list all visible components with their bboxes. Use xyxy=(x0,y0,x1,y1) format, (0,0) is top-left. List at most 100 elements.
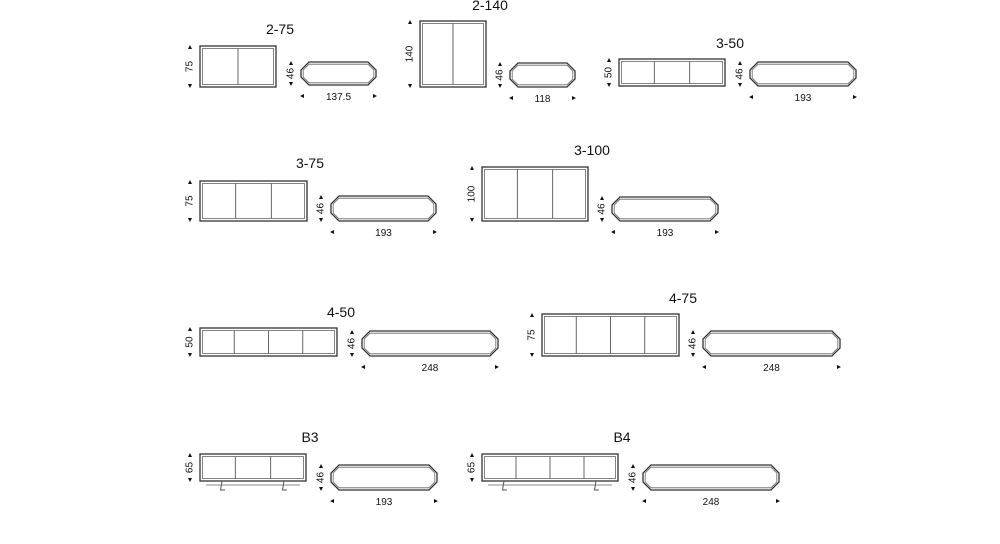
arrow-down-icon xyxy=(738,83,742,87)
arrow-up-icon xyxy=(607,58,611,62)
arrow-up-icon xyxy=(188,327,192,331)
height-dimension: 50 xyxy=(185,336,196,348)
arrow-down-icon xyxy=(600,218,604,222)
top-inner-outline xyxy=(704,332,839,355)
depth-dimension: 46 xyxy=(628,472,639,484)
top-view xyxy=(509,62,576,88)
arrow-left-icon xyxy=(300,94,304,98)
cabinet-inner-outline xyxy=(484,169,586,219)
arrow-up-icon xyxy=(350,330,354,334)
arrow-down-icon xyxy=(470,478,474,482)
top-inner-outline xyxy=(302,63,375,84)
arrow-right-icon xyxy=(853,95,857,99)
arrow-right-icon xyxy=(373,94,377,98)
arrow-up-icon xyxy=(408,20,412,24)
width-dimension: 193 xyxy=(795,93,812,104)
width-dimension: 248 xyxy=(703,497,720,508)
arrow-up-icon xyxy=(600,196,604,200)
top-inner-outline xyxy=(644,466,778,489)
cabinet-outline xyxy=(618,58,726,87)
model-b4: B4 65 46 248 xyxy=(467,429,780,508)
height-dimension: 65 xyxy=(467,462,478,474)
arrow-down-icon xyxy=(530,353,534,357)
front-view xyxy=(199,45,277,88)
model-label: B4 xyxy=(613,429,630,445)
legs xyxy=(488,480,612,491)
top-outline xyxy=(611,196,719,222)
width-dimension: 248 xyxy=(763,363,780,374)
arrow-down-icon xyxy=(607,83,611,87)
height-dimension: 75 xyxy=(185,61,196,73)
arrow-left-icon xyxy=(330,230,334,234)
model-label: 2-140 xyxy=(472,0,508,13)
top-view xyxy=(702,330,841,357)
arrow-up-icon xyxy=(691,330,695,334)
front-view xyxy=(481,166,589,222)
height-dimension: 75 xyxy=(527,329,538,341)
top-inner-outline xyxy=(332,466,436,489)
top-view xyxy=(330,195,437,222)
depth-dimension: 46 xyxy=(495,69,506,81)
arrow-down-icon xyxy=(188,84,192,88)
arrow-right-icon xyxy=(572,96,576,100)
width-dimension: 137.5 xyxy=(326,92,351,103)
arrow-down-icon xyxy=(188,478,192,482)
top-inner-outline xyxy=(332,197,435,220)
front-view xyxy=(419,20,487,88)
arrow-right-icon xyxy=(715,230,719,234)
top-outline xyxy=(509,62,576,88)
arrow-right-icon xyxy=(495,365,499,369)
arrow-right-icon xyxy=(776,499,780,503)
width-dimension: 193 xyxy=(657,228,674,239)
front-view xyxy=(481,453,619,491)
top-outline xyxy=(330,464,438,491)
leg-icon xyxy=(281,480,287,491)
top-view xyxy=(642,464,780,491)
arrow-up-icon xyxy=(530,313,534,317)
arrow-down-icon xyxy=(289,82,293,86)
front-view xyxy=(199,180,308,222)
arrow-up-icon xyxy=(188,453,192,457)
top-inner-outline xyxy=(613,198,717,220)
cabinet-inner-outline xyxy=(621,61,723,84)
depth-dimension: 46 xyxy=(688,338,699,350)
height-dimension: 75 xyxy=(185,195,196,207)
model-label: B3 xyxy=(301,429,318,445)
depth-dimension: 46 xyxy=(286,68,297,80)
height-dimension: 50 xyxy=(604,67,615,79)
arrow-up-icon xyxy=(470,166,474,170)
arrow-down-icon xyxy=(350,353,354,357)
arrow-up-icon xyxy=(289,61,293,65)
front-view xyxy=(199,327,338,357)
leg-icon xyxy=(593,480,599,491)
leg-icon xyxy=(219,480,225,491)
depth-dimension: 46 xyxy=(316,203,327,215)
front-view xyxy=(618,58,726,87)
top-outline xyxy=(749,61,857,87)
arrow-left-icon xyxy=(509,96,513,100)
model-label: 4-75 xyxy=(669,290,697,306)
arrow-up-icon xyxy=(188,180,192,184)
arrow-right-icon xyxy=(837,365,841,369)
depth-dimension: 46 xyxy=(735,68,746,80)
model-4-75: 4-75 75 46 248 xyxy=(527,290,841,374)
top-outline xyxy=(642,464,780,491)
cabinet-inner-outline xyxy=(202,183,305,219)
arrow-up-icon xyxy=(498,62,502,66)
cabinet-inner-outline xyxy=(202,456,304,479)
arrow-down-icon xyxy=(691,353,695,357)
top-inner-outline xyxy=(751,63,855,85)
arrow-left-icon xyxy=(330,499,334,503)
top-view xyxy=(361,330,499,357)
depth-dimension: 46 xyxy=(347,338,358,350)
arrow-up-icon xyxy=(319,195,323,199)
arrow-left-icon xyxy=(642,499,646,503)
